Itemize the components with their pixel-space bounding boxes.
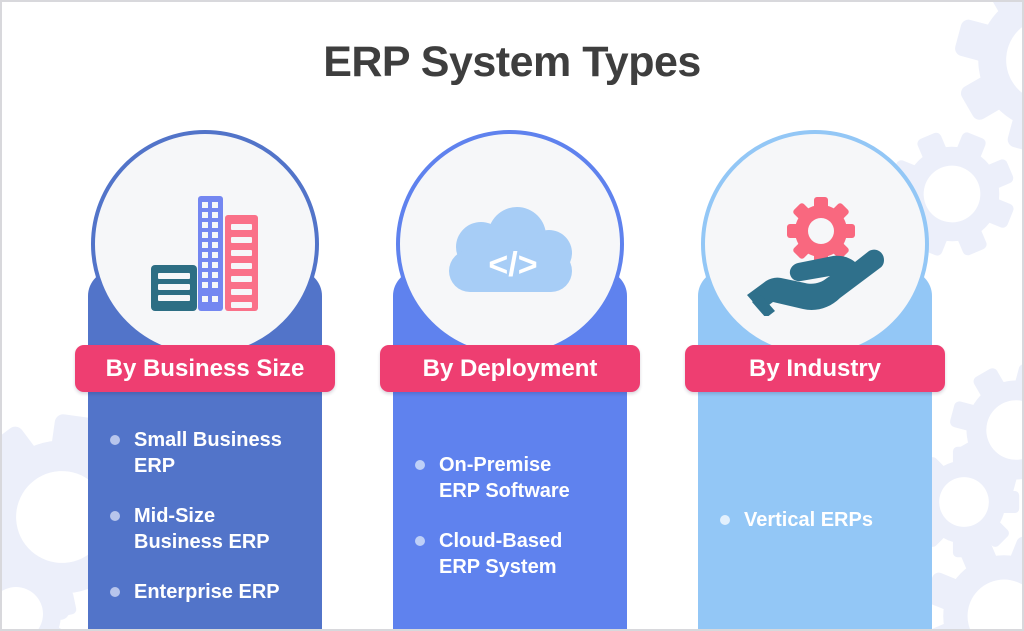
category-banner-label: By Business Size bbox=[105, 354, 305, 382]
list-item-label: On-Premise ERP Software bbox=[439, 454, 570, 502]
list-item-label: Vertical ERPs bbox=[744, 509, 873, 531]
category-banner: By Business Size bbox=[75, 345, 335, 392]
list-item-label: Enterprise ERP bbox=[134, 581, 280, 603]
gear-icon bbox=[787, 196, 855, 265]
icon-circle bbox=[701, 130, 929, 358]
buildings-icon bbox=[151, 196, 258, 311]
list-item-label: Small Business ERP bbox=[134, 429, 282, 477]
icon-circle bbox=[91, 130, 319, 358]
bullet-dot bbox=[110, 587, 120, 597]
category-banner-label: By Industry bbox=[748, 354, 882, 382]
list-item: Enterprise ERP bbox=[110, 579, 312, 605]
gear-hand-icon bbox=[747, 196, 884, 316]
list-item: On-Premise ERP Software bbox=[415, 452, 617, 504]
category-banner-label: By Deployment bbox=[422, 354, 598, 382]
bullet-dot bbox=[415, 536, 425, 546]
bullet-list: Vertical ERPs bbox=[720, 507, 922, 557]
bullet-list: Small Business ERP Mid-Size Business ERP… bbox=[110, 427, 312, 629]
column-industry: Vertical ERPs bbox=[685, 127, 945, 629]
cloud-code-icon: </> bbox=[449, 207, 572, 292]
list-item: Small Business ERP bbox=[110, 427, 312, 479]
bullet-dot bbox=[110, 435, 120, 445]
list-item-label: Mid-Size Business ERP bbox=[134, 505, 270, 553]
list-item: Cloud-Based ERP System bbox=[415, 528, 617, 580]
column-business-size: Small Business ERP Mid-Size Business ERP… bbox=[75, 127, 335, 629]
list-item: Vertical ERPs bbox=[720, 507, 922, 533]
bullet-dot bbox=[415, 460, 425, 470]
hand-icon bbox=[747, 249, 884, 316]
bullet-dot bbox=[720, 515, 730, 525]
list-item: Mid-Size Business ERP bbox=[110, 503, 312, 555]
icon-circle: </> bbox=[396, 130, 624, 358]
bullet-list: On-Premise ERP Software Cloud-Based ERP … bbox=[415, 452, 617, 604]
column-deployment: On-Premise ERP Software Cloud-Based ERP … bbox=[380, 127, 640, 629]
category-banner: By Industry bbox=[685, 345, 945, 392]
page-title: ERP System Types bbox=[323, 38, 701, 86]
list-item-label: Cloud-Based ERP System bbox=[439, 530, 563, 578]
code-glyph: </> bbox=[488, 246, 537, 284]
bullet-dot bbox=[110, 511, 120, 521]
category-banner: By Deployment bbox=[380, 345, 640, 392]
